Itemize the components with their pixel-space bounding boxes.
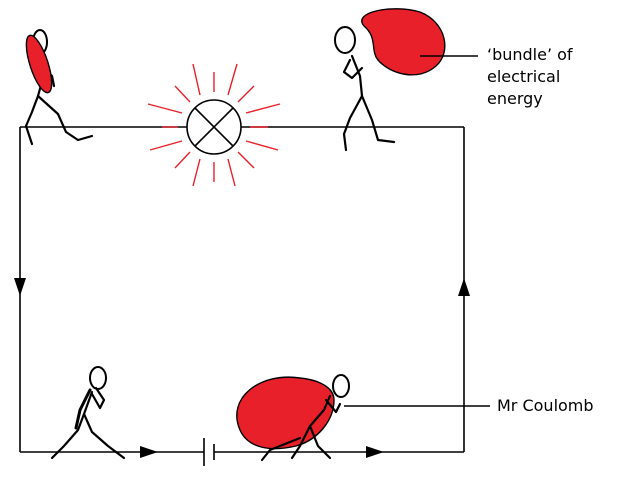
energy-bundle <box>361 8 446 76</box>
coulomb-label: Mr Coulomb <box>497 396 594 415</box>
current-arrow-icon <box>14 278 26 296</box>
current-arrow-icon <box>140 446 158 458</box>
coulomb-figure-bottom-middle <box>236 374 350 462</box>
energy-bundle <box>236 376 335 450</box>
coulomb-figure-top-right <box>334 8 446 152</box>
cell-battery-icon <box>203 438 215 466</box>
current-arrow-icon <box>458 278 470 296</box>
lamp-icon <box>147 63 281 187</box>
bundle-label-line-1: ‘bundle’ of <box>487 45 573 64</box>
energy-bundle <box>25 34 53 94</box>
coulomb-figure-top-left <box>24 29 94 146</box>
bundle-label-line-2: electrical <box>487 67 560 86</box>
coulomb-figure-bottom-left <box>50 366 126 460</box>
current-arrow-icon <box>366 446 384 458</box>
bundle-label-line-3: energy <box>487 89 543 108</box>
